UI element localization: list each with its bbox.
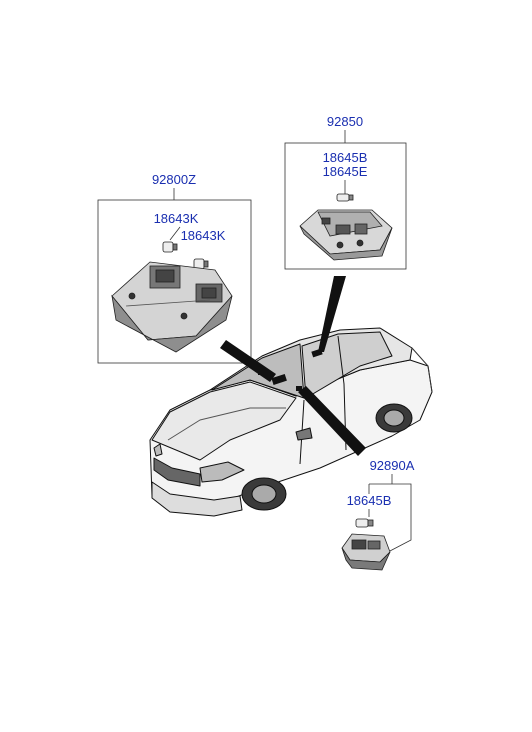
label-map-lamp-bulb-2: 18645E [323, 164, 368, 179]
pointer-wedges [220, 276, 366, 456]
luggage-lamp-leaders [368, 474, 412, 553]
label-luggage-lamp-bulb: 18645B [347, 493, 392, 508]
luggage-lamp-bulb [355, 518, 374, 528]
map-lamp-bulb [336, 193, 354, 202]
overhead-console-box [97, 188, 252, 364]
luggage-lamp-unit [341, 533, 391, 571]
label-map-lamp-assy: 92850 [327, 114, 363, 129]
map-lamp-box [284, 130, 407, 270]
label-map-lamp-bulb-1: 18645B [323, 150, 368, 165]
overhead-bulb-leader [169, 226, 181, 241]
overhead-bulb-left [162, 241, 178, 253]
label-overhead-bulb-2: 18643K [181, 228, 226, 243]
car-illustration [149, 327, 433, 517]
overhead-console-unit [111, 261, 233, 353]
label-luggage-lamp-assy: 92890A [370, 458, 415, 473]
label-overhead-bulb-1: 18643K [154, 211, 199, 226]
map-lamp-unit [299, 209, 393, 261]
label-overhead-console-assy: 92800Z [152, 172, 196, 187]
